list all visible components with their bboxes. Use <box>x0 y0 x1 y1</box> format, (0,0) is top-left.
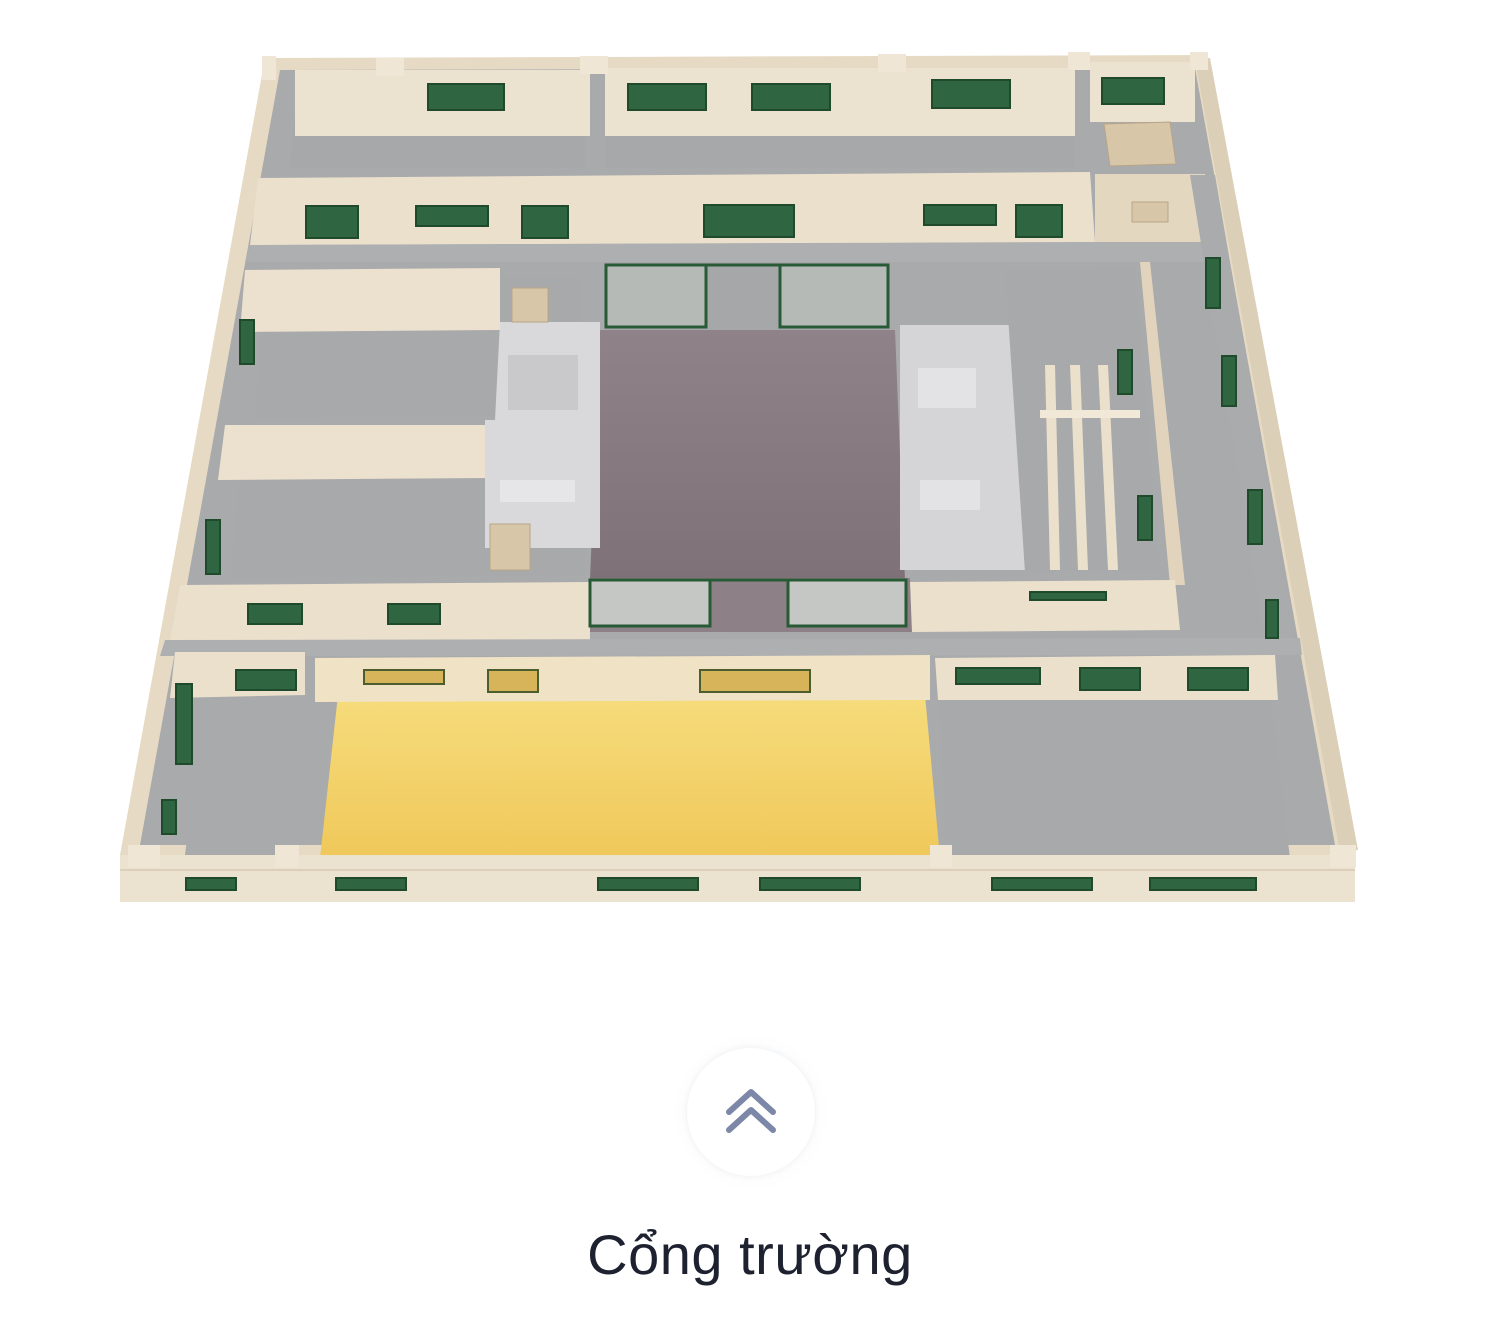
restroom-right-stall-2 <box>920 480 980 510</box>
room-right-partitions <box>1040 365 1140 570</box>
glass-doors-top <box>604 263 890 329</box>
restroom-left-stall-2 <box>500 480 575 502</box>
room-front-left <box>185 695 305 855</box>
restroom-left-stall-1 <box>508 355 578 410</box>
corridor-2-floor <box>160 638 1302 656</box>
wall-corridor-2-right <box>910 580 1180 632</box>
corridor-1-floor <box>245 242 1210 262</box>
double-chevron-up-icon <box>723 1082 779 1143</box>
floor-plan-3d[interactable] <box>0 0 1500 960</box>
wall-left-1 <box>240 268 500 332</box>
wall-left-2 <box>218 425 490 480</box>
highlight-windows <box>363 669 811 693</box>
wall-right-column <box>1140 262 1185 585</box>
location-label: Cổng trường <box>587 1223 913 1286</box>
stairs <box>489 121 1177 571</box>
restroom-right-stall-1 <box>918 368 976 408</box>
pillars <box>128 52 1356 867</box>
restroom-right <box>900 325 1025 570</box>
glass-doors-bottom <box>588 578 908 628</box>
room-right-1 <box>1005 268 1160 572</box>
room-front-right <box>940 692 1290 858</box>
courtyard-floor <box>590 330 905 580</box>
windows <box>161 77 1279 891</box>
room-front-center-highlight <box>320 695 940 858</box>
outer-wall-right <box>1195 58 1358 852</box>
floor-plan-svg <box>120 52 1358 902</box>
expand-button[interactable] <box>687 1048 815 1176</box>
wall-corridor-2 <box>170 582 590 642</box>
